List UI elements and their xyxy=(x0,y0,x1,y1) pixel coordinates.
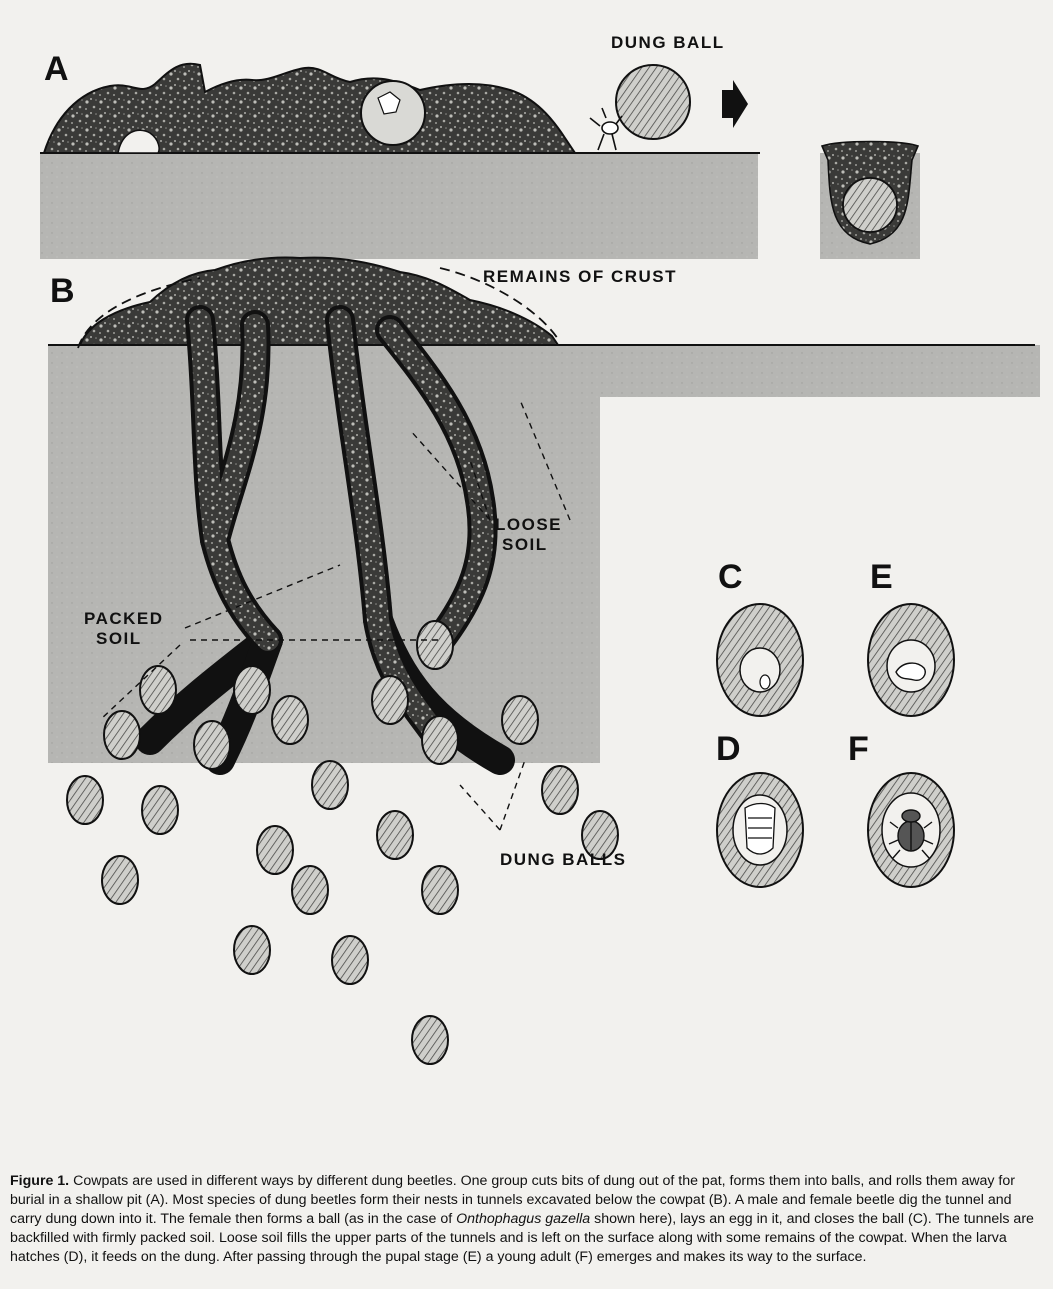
dung-ball-chamber xyxy=(257,826,293,874)
dung-ball-chamber xyxy=(142,786,178,834)
dung-ball-chamber xyxy=(234,926,270,974)
dung-ball-chamber xyxy=(502,696,538,744)
dung-ball-chamber xyxy=(377,811,413,859)
label-dung-ball: DUNG BALL xyxy=(611,33,725,52)
dung-ball-chamber xyxy=(417,621,453,669)
buried-dung-ball xyxy=(843,178,897,232)
figure-caption: Figure 1. Cowpats are used in different … xyxy=(10,1172,1046,1267)
dung-ball-chamber xyxy=(332,936,368,984)
rolled-dung-ball xyxy=(616,65,690,139)
dung-ball-chamber xyxy=(194,721,230,769)
egg-icon xyxy=(760,675,770,689)
panel-label-d: D xyxy=(716,730,741,768)
dung-ball-chamber xyxy=(312,761,348,809)
dung-ball-chamber xyxy=(542,766,578,814)
panel-label-b: B xyxy=(50,272,75,310)
panel-e: E xyxy=(868,558,954,716)
dung-ball-chamber xyxy=(140,666,176,714)
dung-ball-chamber xyxy=(104,711,140,759)
panel-c: C xyxy=(717,558,803,716)
panel-label-f: F xyxy=(848,730,869,768)
panel-b-soil-right xyxy=(520,345,1040,397)
dung-ball-chamber xyxy=(422,866,458,914)
panel-label-e: E xyxy=(870,558,893,596)
label-dung-balls: DUNG BALLS xyxy=(500,850,626,869)
dung-ball-chamber xyxy=(67,776,103,824)
panel-label-a: A xyxy=(44,50,69,88)
label-remains-of-crust: REMAINS OF CRUST xyxy=(483,267,677,286)
species-name: Onthophagus gazella xyxy=(456,1211,590,1227)
panel-label-c: C xyxy=(718,558,743,596)
panel-d: D xyxy=(716,730,803,887)
dung-ball-chamber xyxy=(234,666,270,714)
dung-ball-chamber xyxy=(412,1016,448,1064)
dung-ball-chamber xyxy=(372,676,408,724)
dung-ball-chamber xyxy=(422,716,458,764)
arrow-icon xyxy=(722,80,748,128)
dung-ball-chamber xyxy=(102,856,138,904)
dung-ball-chamber xyxy=(292,866,328,914)
label-loose-soil-line2: SOIL xyxy=(502,535,548,554)
label-packed-soil-line2: SOIL xyxy=(96,629,142,648)
dung-ball-chamber xyxy=(272,696,308,744)
panel-f: F xyxy=(848,730,954,887)
label-packed-soil-line1: PACKED xyxy=(84,609,164,628)
panel-a-soil xyxy=(40,153,758,259)
pupa-icon xyxy=(745,804,775,855)
figure-label: Figure 1. xyxy=(10,1173,69,1189)
label-loose-soil-line1: LOOSE xyxy=(495,515,562,534)
